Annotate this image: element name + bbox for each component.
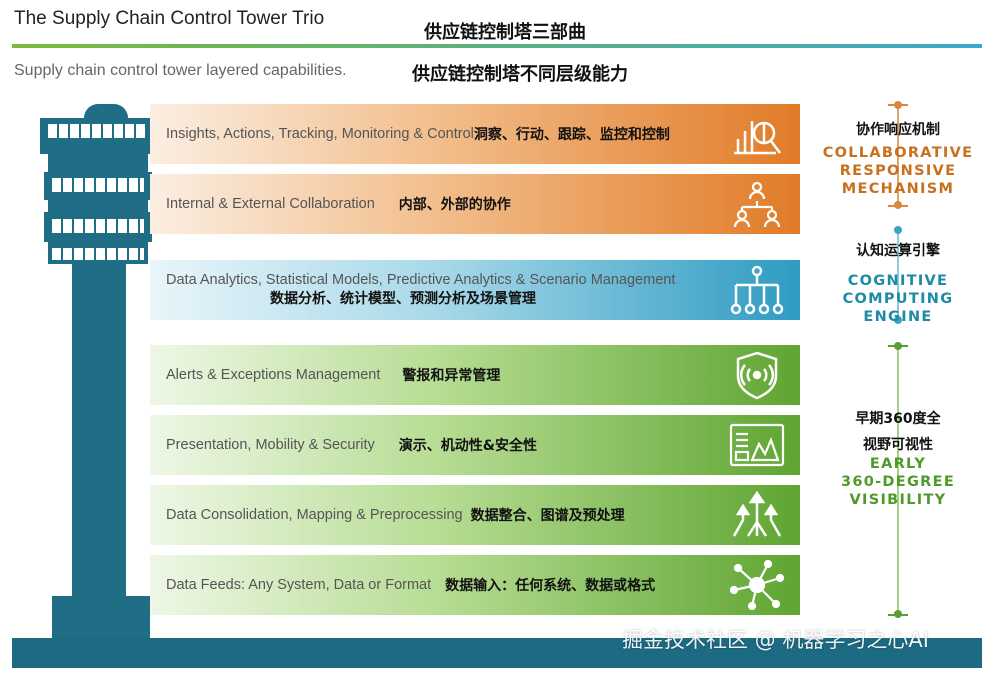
watermark: 掘金技术社区 @ 机器学习之心AI (622, 628, 929, 652)
converging-arrows-icon (732, 490, 782, 537)
rail-tick (888, 205, 908, 207)
tablet-chart-icon (729, 423, 785, 467)
layer-cn: 数据输入：任何系统、数据或格式 (445, 578, 656, 594)
layer-data-feeds: Data Feeds: Any System, Data or Format 数… (150, 555, 800, 615)
layer-presentation: Presentation, Mobility & Security 演示、机动性… (150, 415, 800, 475)
layer-cn: 演示、机动性&安全性 (398, 438, 537, 454)
title-cn: 供应链控制塔三部曲 (424, 22, 586, 43)
subtitle-en: Supply chain control tower layered capab… (14, 62, 347, 79)
layer-en: Data Analytics, Statistical Models, Pred… (166, 272, 676, 288)
layer-en: Alerts & Exceptions Management (166, 367, 381, 383)
rail-dot (894, 226, 902, 234)
base-bar (12, 638, 982, 668)
rail-dot (894, 101, 902, 109)
layer-cn: 警报和异常管理 (402, 368, 501, 384)
layer-insights: Insights, Actions, Tracking, Monitoring … (150, 104, 800, 164)
rail-line-blue (897, 228, 899, 318)
people-network-icon (733, 181, 781, 228)
layer-en: Presentation, Mobility & Security (166, 437, 375, 453)
rail-tick (888, 614, 908, 616)
layer-consolidation: Data Consolidation, Mapping & Preprocess… (150, 485, 800, 545)
rail-dot (894, 316, 902, 324)
header-rule (12, 44, 982, 48)
magnifier-chart-icon (734, 121, 781, 155)
layer-cn: 数据整合、图谱及预处理 (470, 508, 625, 524)
layer-cn: 数据分析、统计模型、预测分析及场景管理 (270, 291, 536, 307)
title-en: The Supply Chain Control Tower Trio (14, 8, 325, 29)
layer-en: Insights, Actions, Tracking, Monitoring … (166, 126, 474, 142)
collaborative-cn: 协作响应机制 (856, 122, 940, 138)
rail-line-orange (897, 105, 899, 205)
subtitle-cn: 供应链控制塔不同层级能力 (412, 64, 628, 85)
layer-cn: 洞察、行动、跟踪、监控和控制 (473, 127, 670, 143)
molecule-icon (729, 560, 785, 610)
layer-en: Data Feeds: Any System, Data or Format (166, 577, 432, 593)
layer-alerts: Alerts & Exceptions Management 警报和异常管理 (150, 345, 800, 405)
layer-collaboration: Internal & External Collaboration 内部、外部的… (150, 174, 800, 234)
shield-alert-icon (736, 351, 778, 400)
layer-cn: 内部、外部的协作 (398, 197, 511, 213)
cognitive-cn: 认知运算引擎 (856, 243, 940, 259)
rail-line-green (897, 346, 899, 614)
rail-dot (894, 342, 902, 350)
hierarchy-icon (730, 265, 784, 315)
control-tower-illustration (0, 0, 200, 675)
visibility-cn: 早期360度全视野可视性 (855, 411, 941, 453)
layer-en: Internal & External Collaboration (166, 196, 375, 212)
layer-en: Data Consolidation, Mapping & Preprocess… (166, 507, 463, 523)
layer-analytics: Data Analytics, Statistical Models, Pred… (150, 260, 800, 320)
